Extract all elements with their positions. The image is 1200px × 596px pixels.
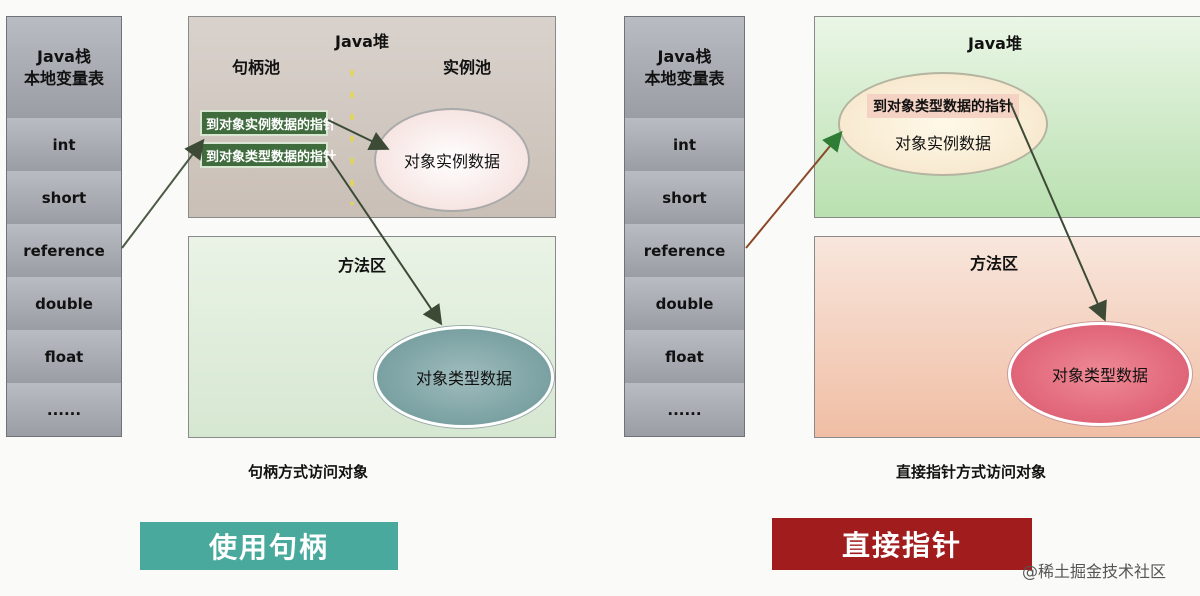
banner-direct: 直接指针 <box>772 518 1032 570</box>
stack-item-float: float <box>7 330 121 384</box>
stack-title: Java栈 本地变量表 <box>625 17 744 119</box>
stack-item-int: int <box>7 118 121 172</box>
right-instance-data-text: 对象实例数据 <box>894 134 991 153</box>
stack-item-reference: reference <box>625 224 744 278</box>
stack-item-double: double <box>7 277 121 331</box>
stack-item-reference: reference <box>7 224 121 278</box>
right-method-area-label: 方法区 <box>970 254 1019 273</box>
stack-title-line2: 本地变量表 <box>644 68 725 88</box>
right-type-data-text: 对象类型数据 <box>1051 366 1148 385</box>
right-type-data-ellipse: 对象类型数据 <box>1008 322 1192 426</box>
right-stack: Java栈 本地变量表 int short reference double f… <box>624 16 745 437</box>
stack-item-short: short <box>625 171 744 225</box>
stack-title-line1: Java栈 <box>37 46 91 66</box>
handle-ptr-instance: 到对象实例数据的指针 <box>200 110 336 136</box>
stack-title-line1: Java栈 <box>657 46 712 66</box>
instance-pool-label: 实例池 <box>443 58 492 77</box>
banner-handle: 使用句柄 <box>140 522 398 570</box>
left-heap-label: Java堆 <box>335 32 389 51</box>
left-instance-data-text: 对象实例数据 <box>403 152 500 171</box>
left-type-data-ellipse: 对象类型数据 <box>374 326 554 428</box>
stack-item-short: short <box>7 171 121 225</box>
left-stack: Java栈 本地变量表 int short reference double f… <box>6 16 122 437</box>
stack-item-double: double <box>625 277 744 331</box>
left-caption: 句柄方式访问对象 <box>248 463 369 481</box>
right-object-ellipse: 到对象类型数据的指针 对象实例数据 <box>838 72 1048 176</box>
stack-item-int: int <box>625 118 744 172</box>
left-instance-data-ellipse: 对象实例数据 <box>374 108 530 212</box>
left-type-data-text: 对象类型数据 <box>415 369 512 388</box>
stack-item-ellipsis: ...... <box>625 383 744 436</box>
stack-item-ellipsis: ...... <box>7 383 121 436</box>
stack-title-line2: 本地变量表 <box>23 68 104 88</box>
handle-pool-label: 句柄池 <box>232 58 281 77</box>
right-heap-label: Java堆 <box>968 34 1022 53</box>
stack-title: Java栈 本地变量表 <box>7 17 121 119</box>
direct-ptr-type: 到对象类型数据的指针 <box>867 94 1019 118</box>
right-caption: 直接指针方式访问对象 <box>896 463 1047 481</box>
watermark: @稀土掘金技术社区 <box>1022 562 1167 581</box>
left-method-area-label: 方法区 <box>338 256 387 275</box>
handle-ptr-type: 到对象类型数据的指针 <box>200 142 336 168</box>
stack-item-float: float <box>625 330 744 384</box>
